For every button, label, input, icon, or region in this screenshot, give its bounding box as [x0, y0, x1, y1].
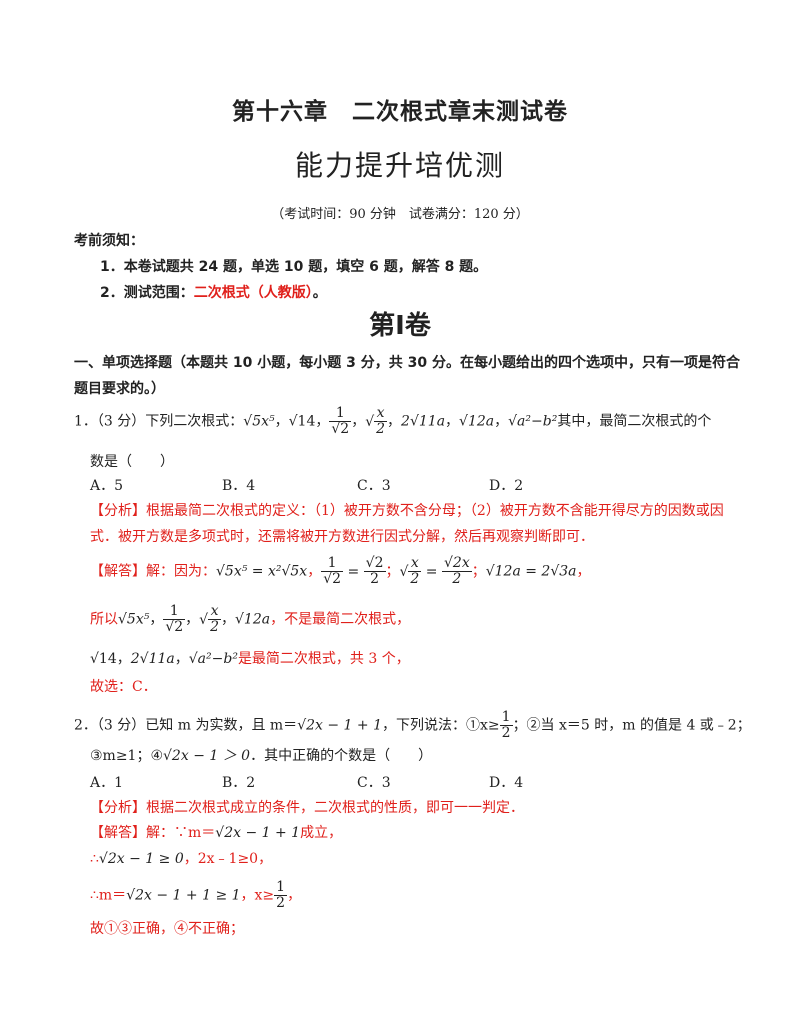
q1-stem-prefix: 下列二次根式： — [145, 413, 244, 430]
q2-stem-expr: √2x − 1 + 1 — [297, 717, 382, 734]
q1-option-b: B．4 — [222, 478, 256, 494]
q1-expr-2: √14 — [288, 413, 316, 430]
q2-sol3-prefix: ∴m＝ — [90, 887, 127, 904]
q2-stem2-suffix: ．其中正确的个数是（ ） — [250, 748, 433, 764]
q2-sol2-expr: √2x − 1 ≥ 0 — [98, 851, 184, 867]
q1-stem-line-2: 数是（ ） — [90, 454, 174, 470]
notice-range: 二次根式（人教版） — [193, 285, 313, 301]
q2-option-d: D．4 — [489, 775, 524, 791]
q2-stem-line-1: 2．（3 分）已知 m 为实数，且 m＝√2x − 1 + 1，下列说法：①x≥… — [74, 710, 751, 741]
q1-analysis-line-2: 式．被开方数是多项式时，还需将被开方数进行因式分解，然后再观察判断即可． — [90, 529, 594, 545]
q1-sol-expr-4: √12a = 2√3a — [485, 563, 577, 580]
q2-stem2-expr: √2x − 1 ＞ 0 — [163, 748, 251, 764]
q2-sol3-mid: ，x≥ — [240, 887, 275, 904]
q2-stem-suffix: ；②当 x＝5 时，m 的值是 4 或﹣2； — [512, 717, 751, 734]
page-title: 第十六章 二次根式章末测试卷 — [232, 99, 568, 125]
q1-option-c: C．3 — [357, 478, 391, 494]
section-heading-line-1: 一、单项选择题（本题共 10 小题，每小题 3 分，共 30 分。在每小题给出的… — [74, 355, 740, 371]
q1-option-d: D．2 — [489, 478, 524, 494]
q1-simple-suffix: 是最简二次根式，共 3 个， — [237, 651, 410, 667]
notice-item-2-suffix: 。 — [312, 285, 327, 301]
q1-solution-line-3: √14，2√11a，√a²−b²是最简二次根式，共 3 个， — [90, 651, 410, 667]
page-subtitle: 能力提升培优测 — [294, 149, 505, 182]
q2-option-b: B．2 — [222, 775, 256, 791]
q1-expr-3: 1√2 — [329, 405, 352, 437]
q1-so-expr-1: √5x⁵ — [118, 611, 150, 628]
notice-item-2-prefix: 2．测试范围： — [100, 285, 194, 301]
volume-title: 第Ⅰ卷 — [369, 311, 431, 341]
q1-score: （3 分） — [96, 413, 146, 430]
q1-simple-expr-1: √14 — [90, 651, 117, 667]
notice-label: 考前须知： — [74, 233, 144, 249]
q1-number: 1． — [74, 413, 97, 430]
section-heading-line-2: 题目要求的。） — [74, 381, 165, 397]
q1-conclusion: 故选：C． — [90, 679, 157, 695]
q2-stem-prefix: 已知 m 为实数，且 m＝ — [145, 717, 298, 734]
q1-expr-1: √5x⁵ — [243, 413, 275, 430]
exam-info: （考试时间：90 分钟 试卷满分：120 分） — [271, 207, 529, 222]
q1-sol-expr-1: √5x⁵ = x²√5x — [216, 563, 308, 580]
q1-expr-6: √12a — [459, 413, 495, 430]
q1-option-a: A．5 — [90, 478, 124, 494]
q2-stem2-prefix: ③m≥1；④ — [90, 748, 164, 764]
q1-simple-expr-3: √a²−b² — [188, 651, 238, 667]
q1-solution-prefix: 【解答】解：因为： — [90, 563, 216, 580]
q1-analysis-line-1: 【分析】根据最简二次根式的定义：（1）被开方数不含分母；（2）被开方数不含能开得… — [90, 503, 724, 519]
q1-so-prefix: 所以 — [90, 611, 118, 628]
q2-sol3-suffix: ， — [287, 887, 302, 904]
q2-number: 2． — [74, 717, 97, 734]
q2-conclusion: 故①③正确，④不正确； — [90, 921, 244, 937]
q1-so-suffix: ，不是最简二次根式， — [270, 611, 411, 628]
q2-stem-mid: ，下列说法：①x≥ — [382, 717, 500, 734]
q2-stem-line-2: ③m≥1；④√2x − 1 ＞ 0．其中正确的个数是（ ） — [90, 745, 432, 765]
q2-sol1-expr: √2x − 1 + 1 — [215, 825, 301, 841]
q2-sol2-prefix: ∴ — [90, 851, 99, 867]
q1-expr-5: 2√11a — [401, 413, 446, 430]
q2-sol2-suffix: ，2x﹣1≥0， — [183, 851, 273, 867]
q2-score: （3 分） — [96, 717, 146, 734]
q2-option-a: A．1 — [90, 775, 124, 791]
q2-analysis: 【分析】根据二次根式成立的条件，二次根式的性质，即可一一判定． — [90, 800, 524, 816]
q1-expr-7: √a²−b² — [508, 413, 558, 430]
q1-stem-suffix: 其中，最简二次根式的个 — [557, 413, 712, 430]
q2-solution-line-2: ∴√2x − 1 ≥ 0，2x﹣1≥0， — [90, 848, 272, 868]
notice-item-1: 1．本卷试题共 24 题，单选 10 题，填空 6 题，解答 8 题。 — [100, 259, 488, 275]
q2-sol1-suffix: 成立， — [300, 825, 343, 841]
notice-item-2: 2．测试范围：二次根式（人教版）。 — [100, 282, 327, 302]
q2-solution-line-1: 【解答】解：∵m＝√2x − 1 + 1成立， — [90, 822, 342, 842]
q2-option-c: C．3 — [357, 775, 391, 791]
q2-sol1-prefix: 【解答】解：∵m＝ — [90, 825, 216, 841]
q1-so-expr-4: √12a — [235, 611, 271, 628]
q1-so-expr-2: 1√2 — [163, 603, 186, 635]
q2-sol3-expr: √2x − 1 + 1 ≥ 1 — [126, 887, 241, 904]
q1-simple-expr-2: 2√11a — [130, 651, 175, 667]
